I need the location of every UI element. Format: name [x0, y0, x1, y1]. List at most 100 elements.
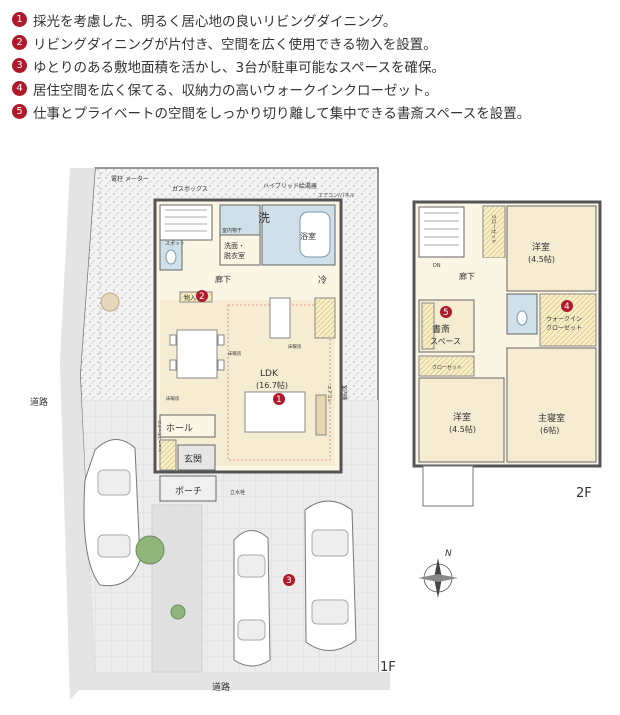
- wash-area: [219, 204, 261, 236]
- master-bedroom-size: (6帖): [540, 425, 559, 435]
- walk-in-label: ウォークイン: [546, 315, 582, 323]
- porch: [159, 475, 217, 502]
- feature-note-3: 3 ゆとりのある敷地面積を活かし、3台が駐車可能なスペースを確保。: [12, 54, 612, 77]
- dn-label: DN: [433, 263, 441, 269]
- master-bedroom: [506, 347, 597, 463]
- hybrid-heater-label: ハイブリッド給湯器: [263, 182, 317, 190]
- road-left-strip: [60, 168, 95, 700]
- note-text-3: ゆとりのある敷地面積を活かし、3台が駐車可能なスペースを確保。: [33, 59, 445, 76]
- dining-table-icon: [176, 329, 218, 379]
- standing-faucet-label: 立水栓: [230, 489, 245, 496]
- aircon-label: エアコン: [326, 385, 332, 403]
- tree-icon: [100, 292, 120, 312]
- floor-heating-zone: [227, 304, 331, 461]
- plan-marker-4: 4: [561, 300, 573, 312]
- compass-north-label: N: [445, 549, 452, 559]
- indoor-unit-label: 室内機: [341, 385, 348, 400]
- note-text-4: 居住空間を広く保てる、収納力の高いウォークインクローゼット。: [33, 82, 438, 99]
- shoes-box-label: シューズボックス: [156, 420, 162, 452]
- walk-in-closet-label: クローゼット: [546, 324, 582, 332]
- kitchen-counter: [269, 297, 291, 339]
- floor-heating-label: 床暖房: [228, 350, 242, 357]
- corridor-2f-label: 廊下: [459, 271, 475, 281]
- storage-cupboard: [179, 291, 213, 303]
- floor-heating-label-3: 床暖房: [166, 395, 180, 402]
- study-space-label: スペース: [430, 337, 461, 346]
- balcony: [422, 465, 474, 507]
- road-left-label: 道路: [30, 396, 48, 408]
- staircase-1f: [159, 204, 213, 241]
- feature-note-2: 2 リビングダイニングが片付き、空間を広く使用できる物入を設置。: [12, 31, 612, 54]
- sparkle-label: スポット: [165, 240, 185, 247]
- plan-marker-2: 2: [196, 290, 208, 302]
- ldk-size-label: (16.7帖): [256, 380, 288, 390]
- western-room-bottom-label: 洋室: [453, 411, 471, 423]
- western-room-bottom: [418, 377, 505, 463]
- corridor-2f: [419, 258, 505, 298]
- closet-mid: [418, 355, 475, 377]
- plant-icon: [170, 604, 186, 620]
- car-icon: [304, 500, 357, 651]
- shoes-box: [159, 439, 177, 471]
- bathtub-icon: [299, 211, 331, 258]
- washroom-label-2: 脱衣室: [224, 251, 245, 260]
- svg-text:5: 5: [443, 308, 449, 318]
- note-marker-4: 4: [12, 81, 27, 96]
- feature-note-5: 5 仕事とプライベートの空間をしっかり切り離して集中できる書斎スペースを設置。: [12, 100, 612, 123]
- plan-marker-1: 1: [273, 393, 285, 405]
- ldk-label: LDK: [260, 369, 279, 379]
- floor-heating-label-2: 床暖房: [288, 343, 302, 350]
- feature-notes: 1 採光を考慮した、明るく居心地の良いリビングダイニング。 2 リビングダイニングが…: [12, 8, 612, 123]
- note-marker-5: 5: [12, 104, 27, 119]
- floor-1f-label: 1F: [380, 660, 396, 675]
- elevator-panel-label: エアコン/パネル: [318, 193, 355, 199]
- note-marker-2: 2: [12, 35, 27, 50]
- note-text-1: 採光を考慮した、明るく居心地の良いリビングダイニング。: [33, 13, 397, 30]
- note-text-5: 仕事とプライベートの空間をしっかり切り離して集中できる書斎スペースを設置。: [33, 105, 531, 122]
- closet-top-label: クローゼット: [490, 214, 497, 244]
- road-bottom-label: 道路: [212, 681, 230, 693]
- closet-mid-label: クローゼット: [432, 364, 462, 371]
- site-1f: [60, 167, 390, 700]
- storage-label: 物入: [184, 294, 196, 302]
- svg-text:4: 4: [564, 302, 570, 312]
- western-room-bottom-size: (4.5帖): [449, 424, 476, 434]
- svg-text:1: 1: [276, 395, 282, 405]
- indoor-dry-label: 室内物干: [222, 227, 242, 234]
- walkway: [151, 504, 203, 673]
- bath-label: 浴室: [300, 231, 316, 241]
- floor-2f-label: 2F: [576, 486, 592, 501]
- gas-box-label: ガスボックス: [172, 185, 208, 193]
- western-room-top-size: (4.5帖): [528, 254, 555, 264]
- study-label: 書斎: [432, 323, 450, 335]
- note-marker-1: 1: [12, 12, 27, 27]
- ldk-room: [160, 300, 335, 466]
- entrance-label: 玄関: [184, 453, 202, 465]
- porch-label: ポーチ: [175, 486, 202, 497]
- plan-2f: [412, 200, 602, 507]
- western-room-top: [506, 205, 597, 292]
- washroom-label: 洗面・: [224, 241, 245, 250]
- hall-label: ホール: [166, 423, 193, 434]
- tv-board-icon: [315, 394, 327, 436]
- feature-note-1: 1 採光を考慮した、明るく居心地の良いリビングダイニング。: [12, 8, 612, 31]
- svg-text:2: 2: [199, 292, 205, 302]
- staircase-2f: [418, 206, 465, 258]
- plan-marker-5: 5: [440, 306, 452, 318]
- study-desk: [421, 302, 435, 350]
- kitchen-storage: [314, 297, 336, 339]
- entrance-room: [177, 444, 216, 471]
- feature-note-4: 4 居住空間を広く保てる、収納力の高いウォークインクローゼット。: [12, 77, 612, 100]
- corridor-1f-label: 廊下: [215, 274, 231, 284]
- fridge-label: 冷: [318, 274, 327, 286]
- wash-label: 洗: [258, 211, 270, 225]
- note-marker-3: 3: [12, 58, 27, 73]
- hall-room: [159, 414, 216, 438]
- plan-marker-3: 3: [283, 574, 295, 586]
- note-text-2: リビングダイニングが片付き、空間を広く使用できる物入を設置。: [33, 36, 437, 53]
- car-icon: [83, 439, 141, 587]
- master-bedroom-label: 主寝室: [538, 412, 565, 424]
- utility-meter-label: 電柱 メーター: [111, 175, 149, 183]
- svg-text:3: 3: [286, 576, 292, 586]
